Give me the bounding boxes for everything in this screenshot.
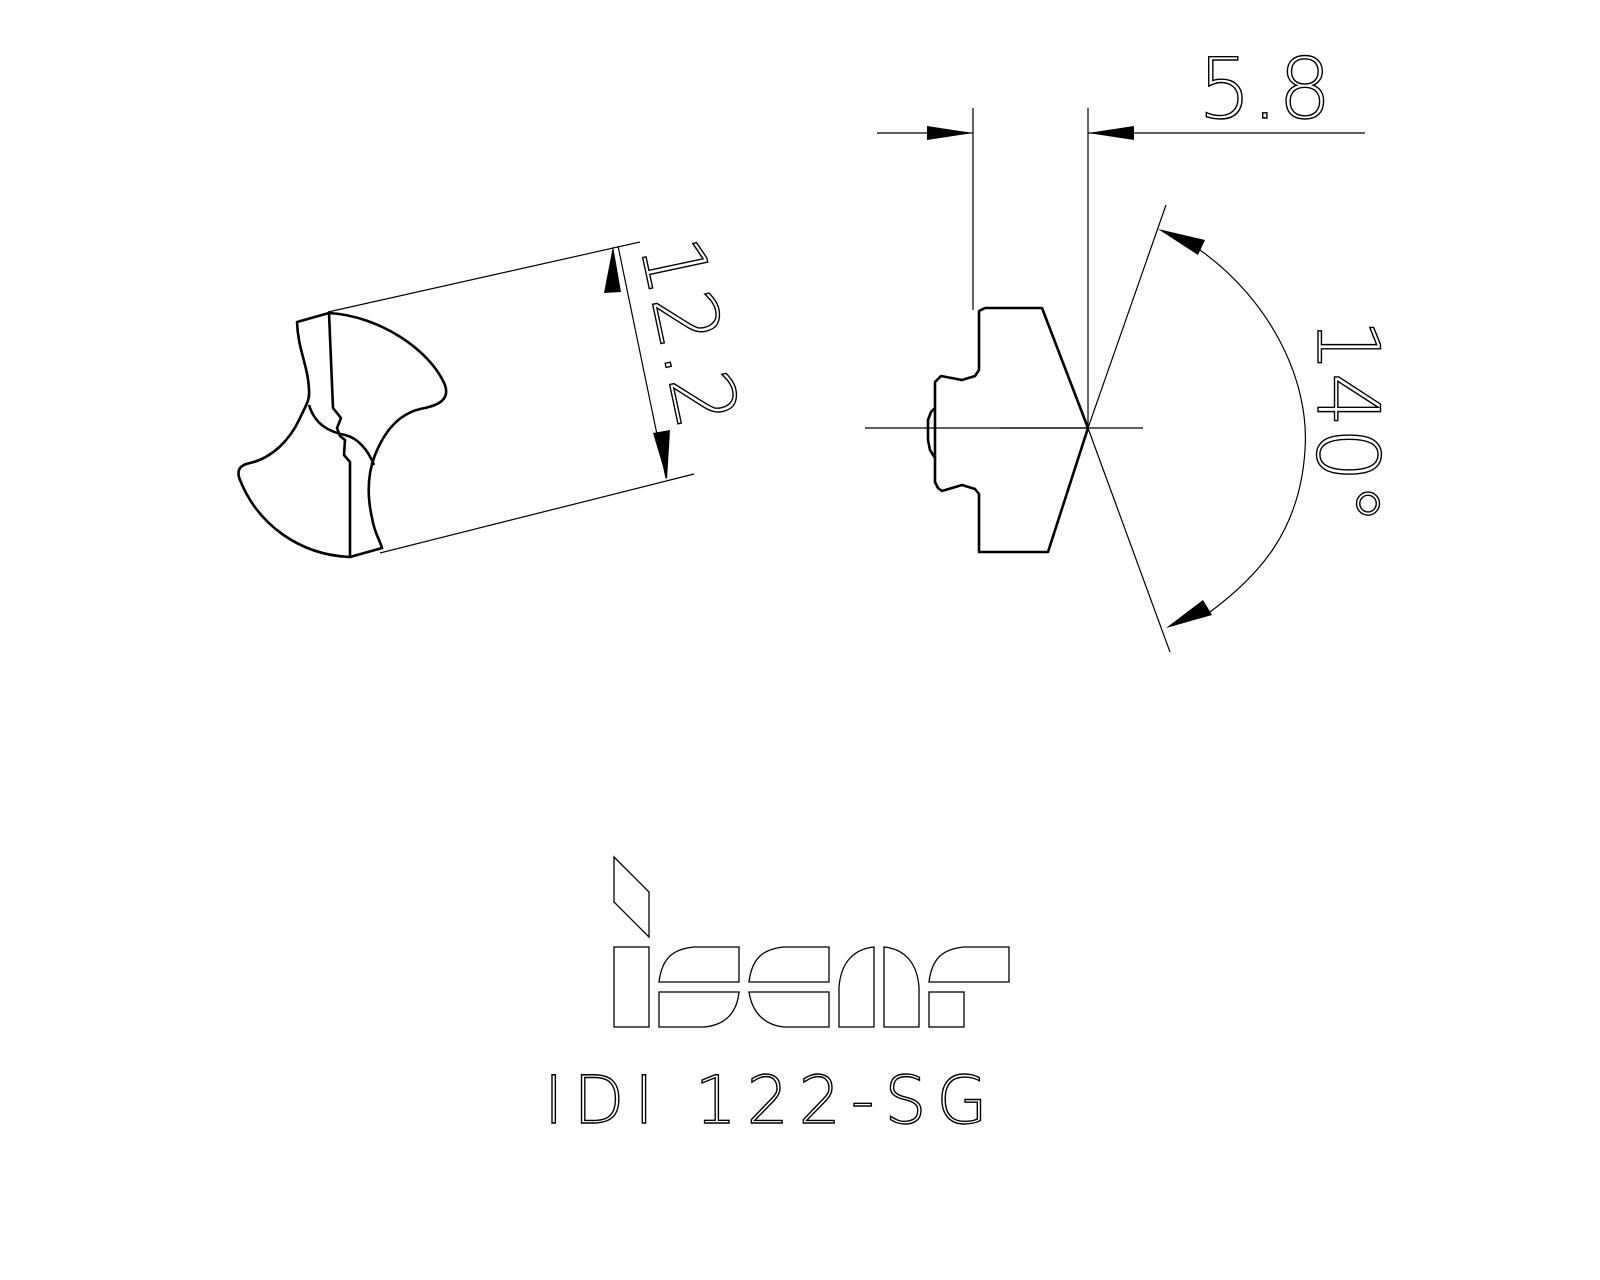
logo-r-bottom — [928, 991, 965, 1028]
arrow-head-right — [1088, 126, 1134, 140]
extension-line-top — [327, 241, 641, 313]
logo-r-top — [928, 946, 1010, 983]
extension-line-bottom — [379, 473, 695, 554]
side-view: 5.8 140° — [865, 39, 1398, 653]
logo-c-bottom — [748, 991, 830, 1028]
drill-flute-edge — [307, 404, 376, 466]
part-number: IDI 122-SG — [544, 1062, 998, 1139]
drill-cross-section — [237, 311, 448, 559]
arrow-head-left — [927, 126, 973, 140]
insert-profile — [926, 306, 1090, 554]
logo-i-dot — [613, 855, 650, 939]
angle-line-lower — [1087, 427, 1171, 653]
end-view: 12.2 — [237, 228, 758, 559]
arc-arrow-bottom — [1166, 600, 1212, 628]
angle-arc — [1199, 249, 1307, 613]
logo-c-top — [748, 946, 830, 983]
width-label: 5.8 — [1198, 40, 1332, 138]
logo-s-top — [658, 946, 740, 983]
logo-s-bottom — [658, 991, 740, 1028]
arrow-head-bottom — [653, 430, 670, 480]
arrow-head-top — [604, 246, 621, 293]
diameter-label: 12.2 — [619, 229, 757, 437]
angle-line-upper — [1087, 204, 1167, 429]
angle-label: 140° — [1297, 318, 1397, 525]
logo-a-right — [883, 946, 920, 1028]
logo-i-stem — [613, 946, 650, 1028]
iscar-logo — [613, 855, 1010, 1028]
arc-arrow-top — [1158, 229, 1205, 255]
drill-web-line — [327, 312, 352, 557]
logo-a-left — [838, 946, 875, 1028]
